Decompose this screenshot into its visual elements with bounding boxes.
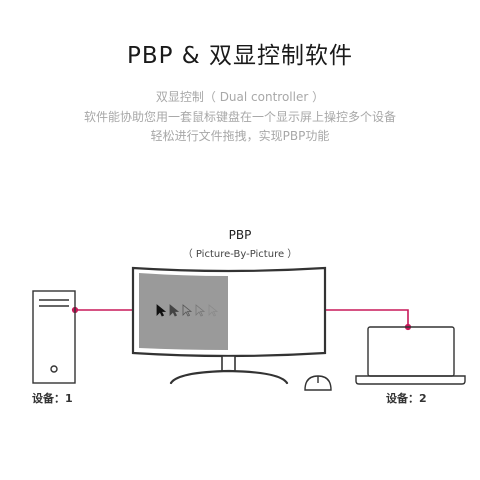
feature-description-line-2: 轻松进行文件拖拽，实现PBP功能 (150, 129, 330, 143)
pbp-subtitle: （ Picture-By-Picture ） (182, 249, 298, 260)
cursor-trail-icon (156, 304, 219, 317)
page-title: PBP & 双显控制软件 (126, 43, 354, 69)
feature-subtitle: 双显控制（ Dual controller ） (155, 90, 325, 104)
monitor-neck (221, 355, 236, 372)
device-1-label: 设备：1 (32, 392, 73, 405)
pbp-title: PBP (228, 228, 252, 242)
monitor-screen-right (228, 273, 319, 350)
monitor-screen-left (139, 273, 228, 350)
laptop-icon (355, 326, 466, 385)
feature-description-line-1: 软件能协助您用一套鼠标键盘在一个显示屏上操控多个设备 (83, 110, 396, 124)
monitor-base (169, 369, 289, 385)
mouse-icon (304, 375, 332, 391)
desktop-tower-icon (32, 290, 76, 384)
device-2-label: 设备：2 (386, 392, 427, 405)
connector-line-device2 (320, 309, 409, 327)
curved-monitor-icon (131, 266, 327, 385)
